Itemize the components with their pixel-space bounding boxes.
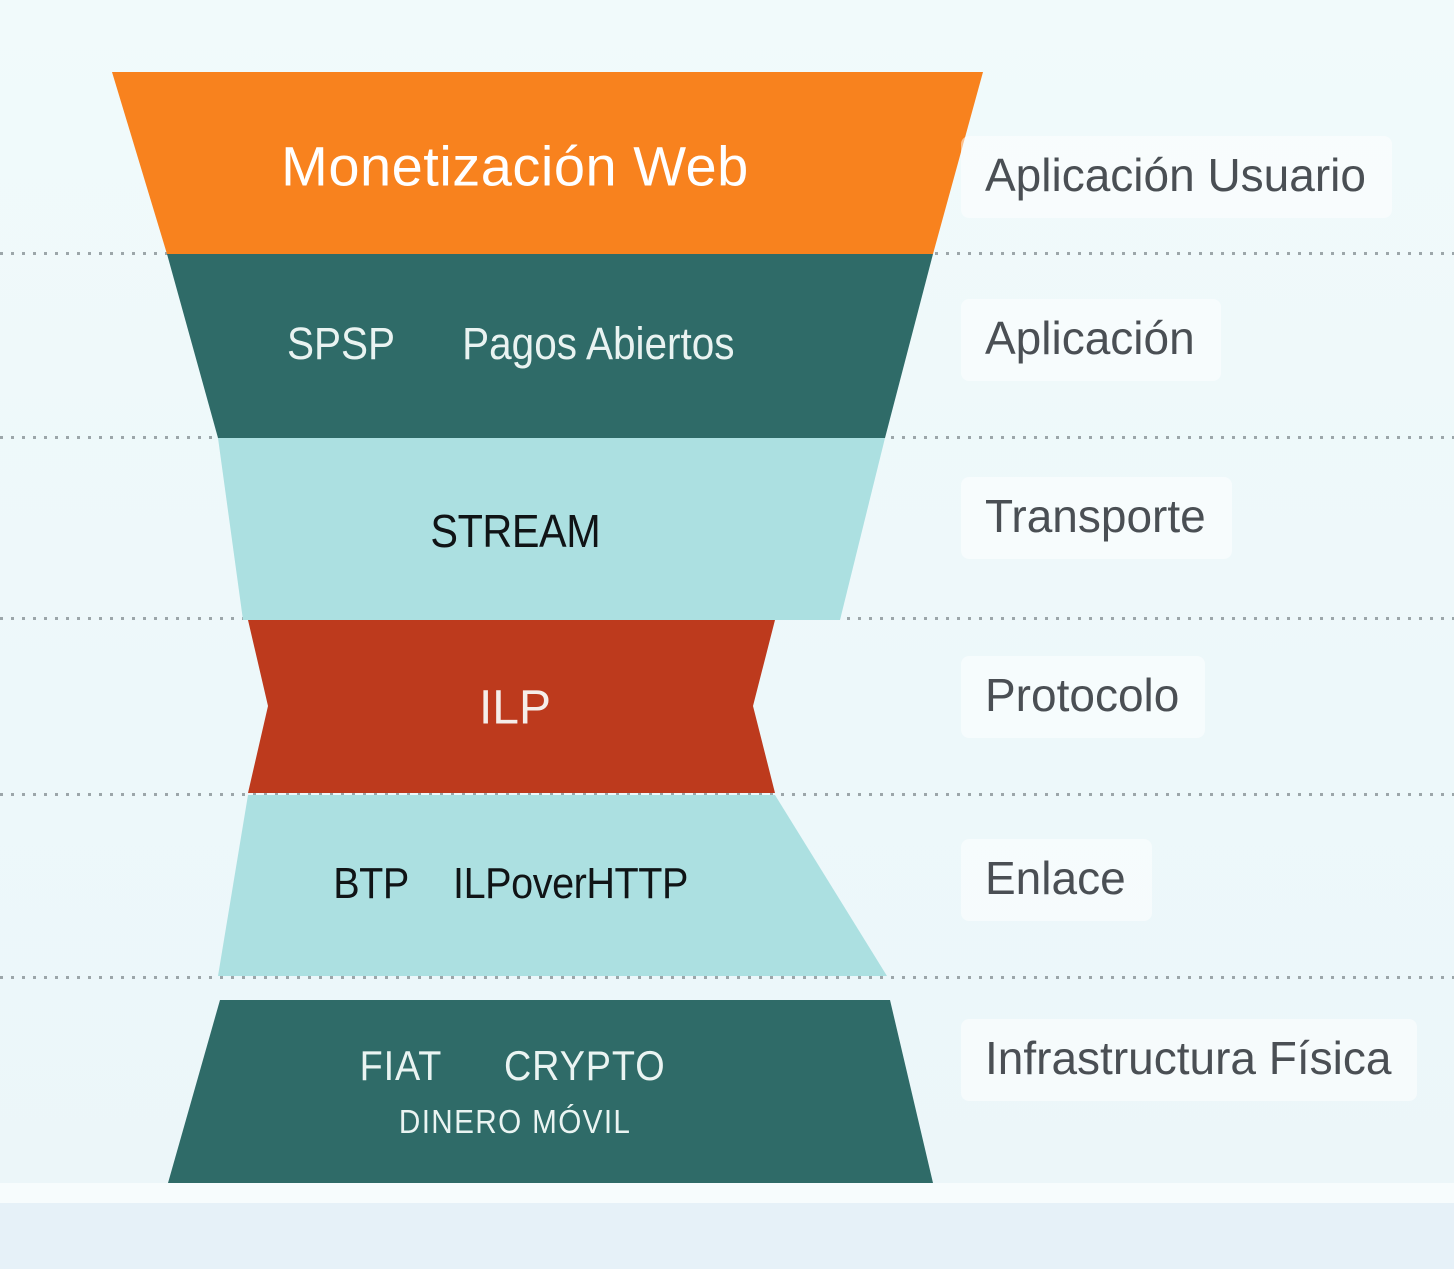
separator-line-5 [0, 976, 1454, 979]
funnel-layer-infraestructura-shape [168, 1000, 933, 1183]
funnel-layer-aplicacion-shape [167, 254, 933, 438]
bottom-light-band [0, 1183, 1454, 1203]
side-label-enlace: Enlace [961, 839, 1152, 921]
funnel-layer-enlace-shape [218, 795, 887, 976]
funnel-layer-monetizacion-shape [112, 72, 983, 254]
bottom-blue-band [0, 1203, 1454, 1269]
side-label-aplicacion: Aplicación [961, 299, 1221, 381]
separator-line-4 [0, 793, 1454, 796]
side-label-aplicacion-usuario: Aplicación Usuario [961, 136, 1392, 218]
side-label-transporte: Transporte [961, 477, 1232, 559]
funnel-layer-transporte-shape [218, 438, 885, 620]
side-label-protocolo: Protocolo [961, 656, 1206, 738]
side-label-infraestructura: Infrastructura Física [961, 1019, 1418, 1101]
funnel-layer-protocolo-shape [248, 620, 775, 793]
